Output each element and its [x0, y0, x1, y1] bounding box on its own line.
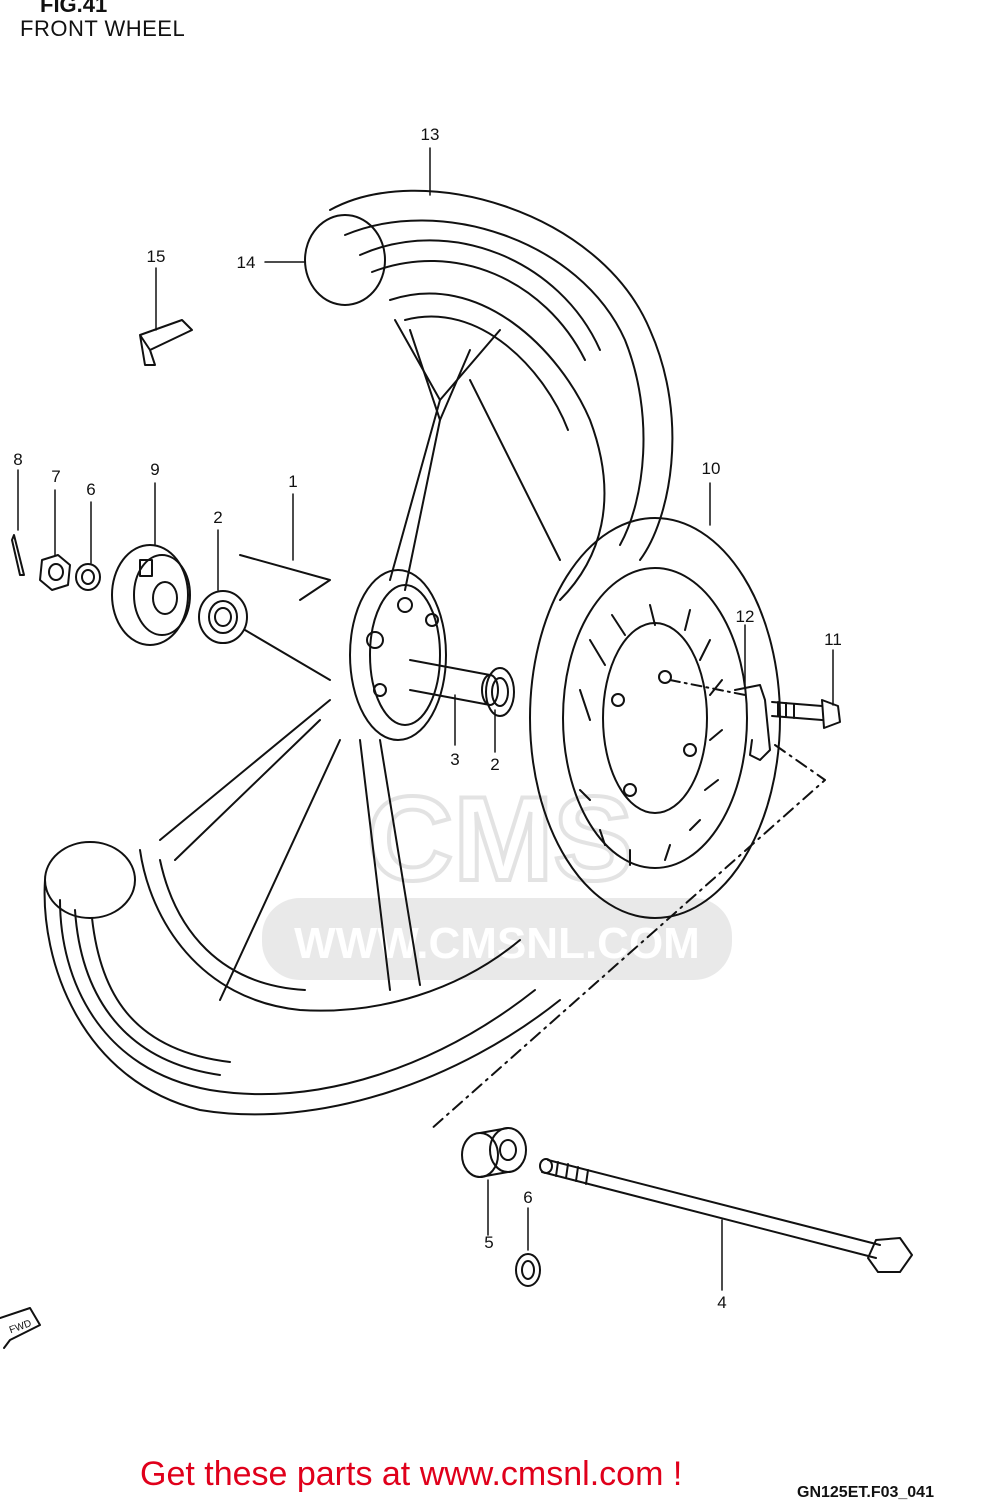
cotter-pin [11, 534, 25, 576]
callout-3: 3 [450, 750, 459, 769]
callout-1: 1 [288, 472, 297, 491]
callout-10: 10 [702, 459, 721, 478]
valve [139, 319, 193, 366]
fwd-arrow [0, 1307, 41, 1349]
lock-washer [734, 684, 771, 761]
axle-spacer [409, 659, 499, 706]
fwd-label: FWD [8, 1318, 33, 1336]
callout-numbers: 13 14 15 8 7 6 9 2 1 3 2 10 12 11 5 6 4 [13, 125, 842, 1312]
washer-upper [75, 563, 101, 591]
watermark-logo: CMS [367, 772, 634, 906]
front-axle [539, 1158, 913, 1273]
axle-collar [461, 1127, 527, 1178]
callout-2-right: 2 [490, 755, 499, 774]
callout-8: 8 [13, 450, 22, 469]
callout-9: 9 [150, 460, 159, 479]
castle-nut [39, 554, 71, 591]
tire [43, 189, 674, 1116]
wheel-hub [349, 569, 447, 741]
drawing-code: GN125ET.F03_041 [797, 1484, 934, 1501]
callout-12: 12 [736, 607, 755, 626]
callout-6-upper: 6 [86, 480, 95, 499]
callout-2-left: 2 [213, 508, 222, 527]
figure-title: FIG.41 [40, 0, 108, 17]
callout-5: 5 [484, 1233, 493, 1252]
figure-subtitle: FRONT WHEEL [20, 16, 186, 41]
axis-line-lower [429, 744, 826, 1131]
rim [139, 292, 606, 1012]
watermark: WWW.CMSNL.COM CMS [262, 770, 732, 980]
callout-4: 4 [717, 1293, 726, 1312]
washer-lower [515, 1253, 541, 1287]
callout-15: 15 [147, 247, 166, 266]
speedometer-gearbox [111, 544, 191, 646]
callout-13: 13 [421, 125, 440, 144]
axis-line [669, 679, 746, 696]
brake-disc [529, 517, 781, 919]
watermark-url: WWW.CMSNL.COM [294, 919, 700, 968]
disc-bolt [771, 699, 841, 729]
bearing-left [198, 590, 248, 644]
callout-7: 7 [51, 467, 60, 486]
bearing-right [485, 667, 515, 717]
callout-14: 14 [237, 253, 256, 272]
callout-11: 11 [824, 630, 842, 649]
callout-6-lower: 6 [523, 1188, 532, 1207]
leader-lines [17, 147, 834, 1291]
wheel-spokes [159, 319, 561, 1001]
parts-store-link[interactable]: Get these parts at www.cmsnl.com ! [140, 1455, 683, 1493]
